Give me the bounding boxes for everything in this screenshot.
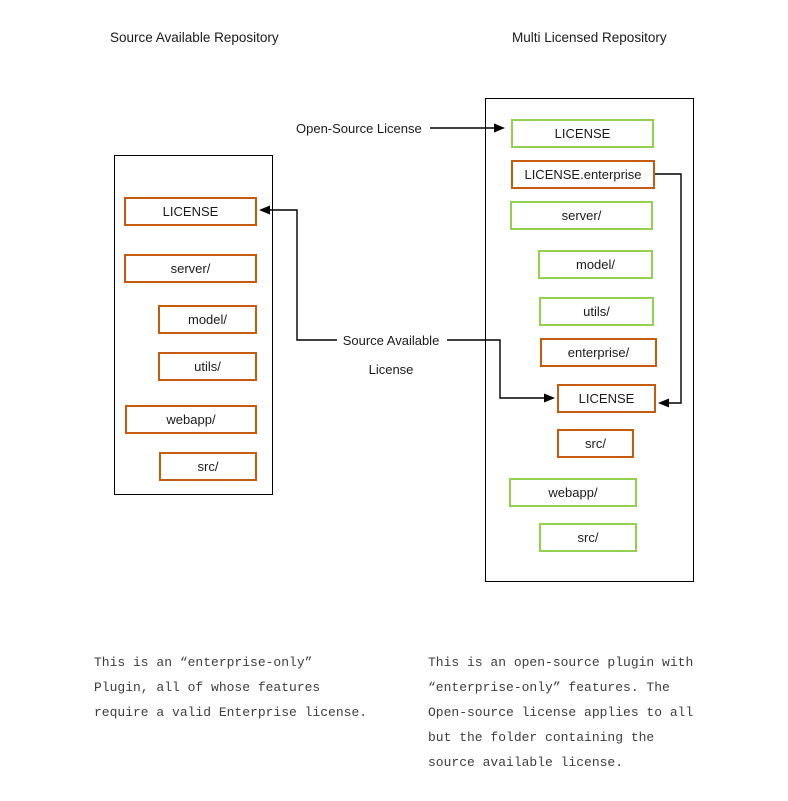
left-file-box-license: LICENSE: [124, 197, 257, 226]
source-available-license-label: Source Available License: [331, 326, 451, 384]
right-folder-box-model: model/: [538, 250, 653, 279]
right-note-line: source available license.: [428, 755, 624, 770]
right-file-box-license-enterprise: LICENSE.enterprise: [511, 160, 655, 189]
right-folder-box-server: server/: [510, 201, 653, 230]
source-available-license-label-line2: License: [368, 362, 414, 377]
right-folder-box-utils: utils/: [539, 297, 654, 326]
left-repo-title: Source Available Repository: [110, 30, 279, 45]
right-folder-box-webapp: webapp/: [509, 478, 637, 507]
left-folder-box-model: model/: [158, 305, 257, 334]
left-folder-box-utils: utils/: [158, 352, 257, 381]
left-folder-box-server: server/: [124, 254, 257, 283]
right-repo-container: [485, 98, 694, 582]
left-note-line: This is an “enterprise-only”: [94, 655, 313, 670]
right-note-line: but the folder containing the: [428, 730, 655, 745]
left-note: This is an “enterprise-only” Plugin, all…: [94, 650, 367, 725]
source-available-license-label-line1: Source Available: [342, 333, 440, 348]
source-available-left-line: [268, 209, 337, 341]
left-folder-box-src: src/: [159, 452, 257, 481]
right-note-line: “enterprise-only” features. The: [428, 680, 670, 695]
left-note-line: Plugin, all of whose features: [94, 680, 321, 695]
open-source-license-label: Open-Source License: [296, 121, 422, 136]
right-folder-box-src: src/: [539, 523, 637, 552]
right-folder-box-src-enterprise: src/: [557, 429, 634, 458]
right-file-box-license-opensource: LICENSE: [511, 119, 654, 148]
left-note-line: require a valid Enterprise license.: [94, 705, 368, 720]
left-folder-box-webapp: webapp/: [125, 405, 257, 434]
right-note: This is an open-source plugin with “ente…: [428, 650, 693, 775]
right-note-line: This is an open-source plugin with: [428, 655, 694, 670]
right-repo-title: Multi Licensed Repository: [512, 30, 667, 45]
right-note-line: Open-source license applies to all: [428, 705, 694, 720]
right-folder-box-enterprise: enterprise/: [540, 338, 657, 367]
left-repo-container: [114, 155, 273, 495]
right-file-box-license-sourceavailable: LICENSE: [557, 384, 656, 413]
